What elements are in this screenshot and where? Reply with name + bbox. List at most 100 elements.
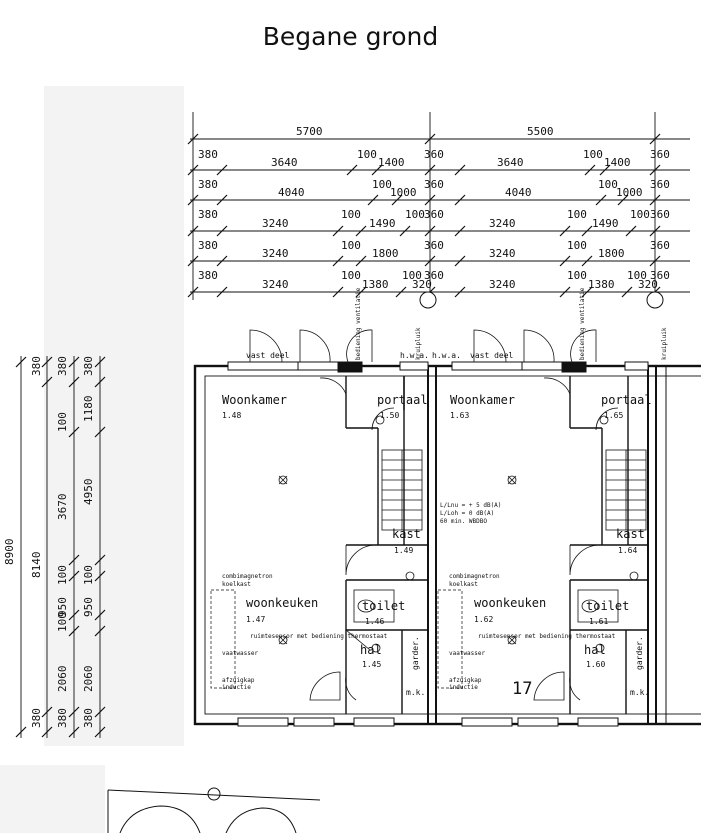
dim-label: 1000: [616, 186, 643, 199]
room-number: 1.61: [589, 617, 608, 626]
dim-label: 100: [627, 269, 647, 282]
interior-door-swings: [309, 377, 619, 701]
room-number: 1.47: [246, 615, 265, 624]
dim-label: 8140: [30, 552, 43, 579]
dim-label: 100: [567, 239, 587, 252]
appliance-label: vaatwasser: [222, 650, 259, 657]
scan-shadow: [44, 86, 184, 746]
dim-label: 1800: [598, 247, 625, 260]
dim-label: 360: [424, 178, 444, 191]
dim-label: 100: [402, 269, 422, 282]
dim-label: 3240: [489, 278, 516, 291]
room-label: woonkeuken: [474, 596, 546, 610]
page-title: Begane grond: [262, 22, 439, 51]
dim-label: 8900: [3, 539, 16, 566]
dim-label: 100: [82, 565, 95, 585]
appliance-label: koelkast: [222, 581, 251, 588]
room-label: kast: [616, 527, 645, 541]
dim-label: 1180: [82, 396, 95, 423]
room-label: Woonkamer: [450, 393, 515, 407]
dim-label: 380: [82, 708, 95, 728]
dim-label: 380: [56, 708, 69, 728]
ventilation-label: bediening ventilatie: [355, 287, 362, 360]
dim-label: 380: [30, 708, 43, 728]
dim-label: 380: [56, 356, 69, 376]
room-number: 1.63: [450, 411, 469, 420]
dim-label: 100: [357, 148, 377, 161]
dim-label: 1380: [362, 278, 389, 291]
rear-facade-windows: [237, 717, 619, 727]
dim-label: 1380: [588, 278, 615, 291]
interior-walls-unit-1: [345, 376, 428, 714]
dim-label: 4950: [82, 479, 95, 506]
dim-label: 2060: [82, 666, 95, 693]
left-dimension-labels: 8900 8140 380 380 380 100 3670 100 950 1…: [3, 356, 95, 728]
dim-label: 3240: [262, 278, 289, 291]
grid-markers: [419, 291, 664, 309]
dim-label: 3240: [262, 217, 289, 230]
room-labels-unit-2: Woonkamer 1.63 portaal 1.65 kast 1.64 wo…: [450, 393, 652, 697]
appliance-label: combimagnetron: [222, 573, 273, 580]
dim-label: 380: [198, 178, 218, 191]
dim-label: 5500: [527, 125, 554, 138]
kruipluik-label: kruipluik: [415, 327, 422, 360]
top-dimension-chains: [187, 112, 690, 305]
dim-label: 380: [82, 356, 95, 376]
room-label: hal: [584, 643, 606, 657]
kitchen-counters: [210, 589, 463, 689]
dim-label: 1800: [372, 247, 399, 260]
dim-label: 320: [412, 278, 432, 291]
dim-label: 380: [198, 208, 218, 221]
dim-label: 380: [198, 269, 218, 282]
kruipluik-label: kruipluik: [661, 327, 668, 360]
dim-label: 360: [424, 208, 444, 221]
room-number: 1.50: [380, 411, 399, 420]
dim-label: 100: [598, 178, 618, 191]
room-number: 1.49: [394, 546, 413, 555]
room-label: m.k.: [630, 688, 649, 697]
dim-label: 100: [405, 208, 425, 221]
annotation-labels: vast deel vast deel h.w.a. h.w.a. bedien…: [222, 287, 668, 699]
room-labels-unit-1: Woonkamer 1.48 portaal 1.50 kast 1.49 wo…: [222, 393, 428, 697]
dim-label: 360: [650, 239, 670, 252]
dim-label: 3240: [489, 217, 516, 230]
dim-label: 3670: [56, 494, 69, 521]
dim-label: 1400: [604, 156, 631, 169]
appliance-label: afzuigkap: [222, 677, 255, 684]
staircase-unit-2: [605, 449, 647, 531]
house-number: 17: [512, 679, 532, 699]
acoustic-note: L/Loh = 0 dB(A): [440, 510, 494, 517]
dim-label: 1000: [390, 186, 417, 199]
staircase-unit-1: [381, 449, 423, 531]
dim-label: 3240: [262, 247, 289, 260]
door-swings: [230, 329, 597, 363]
room-number: 1.62: [474, 615, 493, 624]
dim-label: 100: [372, 178, 392, 191]
room-label: Woonkamer: [222, 393, 287, 407]
room-number: 1.46: [365, 617, 384, 626]
appliance-label: inductie: [222, 684, 251, 691]
dim-label: 380: [198, 148, 218, 161]
room-label: woonkeuken: [246, 596, 318, 610]
room-number: 1.48: [222, 411, 241, 420]
hwa-label: h.w.a.: [432, 351, 461, 360]
facade-openings: [227, 361, 649, 373]
dim-label: 380: [198, 239, 218, 252]
dim-label: 360: [424, 239, 444, 252]
room-label: kast: [392, 527, 421, 541]
appliance-label: inductie: [449, 684, 478, 691]
room-label: m.k.: [406, 688, 425, 697]
appliance-label: afzuigkap: [449, 677, 482, 684]
thermostat-label: ruimtesensor met bediening thermostaat: [250, 633, 388, 640]
acoustic-note: L/Lnu = + 5 dB(A): [440, 502, 501, 509]
dim-label: 100: [56, 412, 69, 432]
dim-label: 100: [341, 239, 361, 252]
dim-label: 320: [638, 278, 658, 291]
dim-label: 1490: [369, 217, 396, 230]
dim-label: 3240: [489, 247, 516, 260]
dim-label: 1490: [592, 217, 619, 230]
left-dimension-chains: [15, 356, 106, 738]
dim-label: 100: [56, 565, 69, 585]
hwa-label: h.w.a.: [400, 351, 429, 360]
